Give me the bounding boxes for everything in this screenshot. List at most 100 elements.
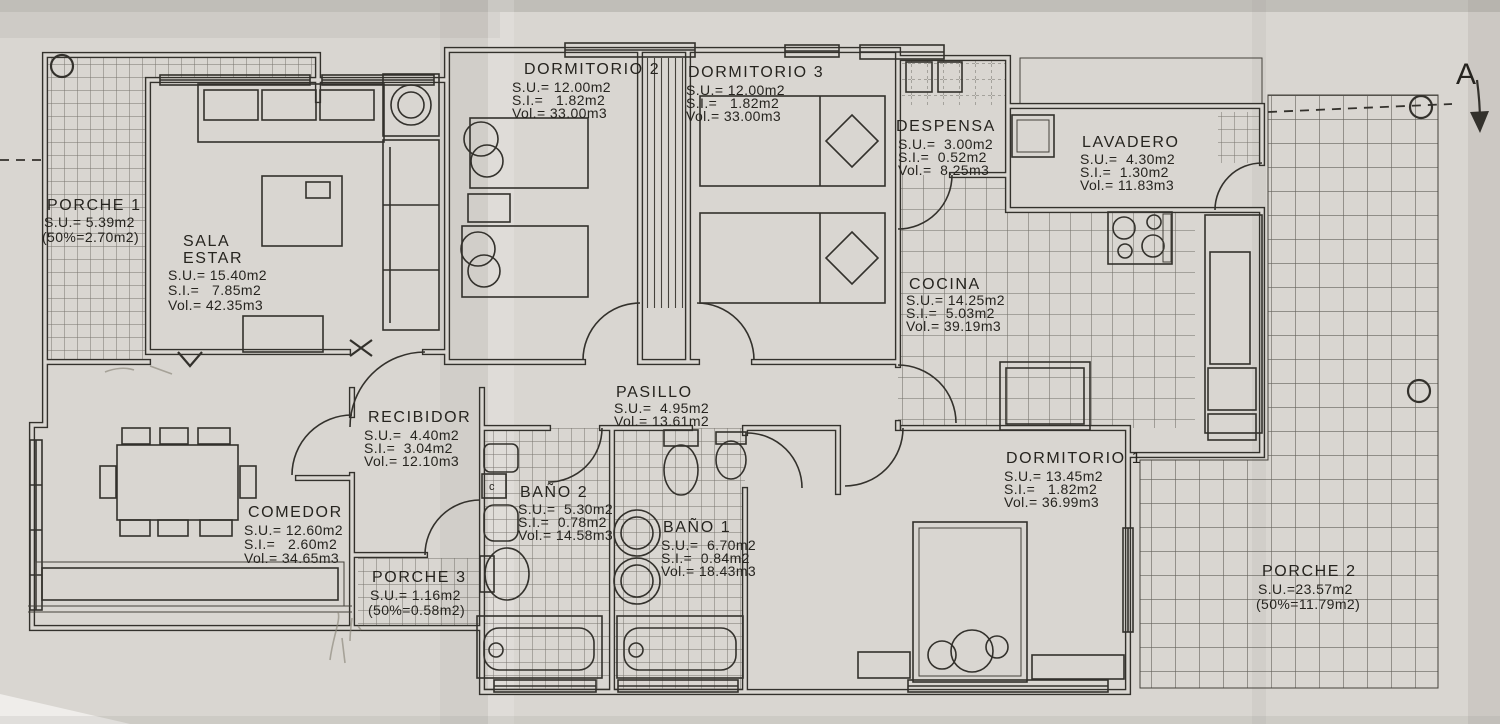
kitchen-table [999,361,1091,431]
svg-text:LAVADERO: LAVADERO [1082,134,1180,151]
svg-text:Vol.= 42.35m3: Vol.= 42.35m3 [168,297,263,313]
svg-text:Vol.= 33.00m3: Vol.= 33.00m3 [686,108,781,124]
section-marker-letter: A [1456,58,1476,91]
walls [28,46,1266,696]
bedroom3-top-window-2 [859,44,945,60]
paper-corner-curl [0,694,130,724]
svg-text:Vol.= 36.99m3: Vol.= 36.99m3 [1004,494,1099,510]
bath2-toilet [484,547,530,601]
kitchen-door-arc [897,364,957,424]
bath2-bottom-window [493,679,597,693]
bath2-tub-drain [488,642,504,658]
bedroom2-bed-1 [463,117,589,189]
svg-text:S.U.=23.57m2: S.U.=23.57m2 [1258,581,1353,597]
svg-text:PASILLO: PASILLO [616,384,693,401]
svg-text:S.U.= 5.39m2: S.U.= 5.39m2 [44,214,135,230]
wall-unit-cabinet [382,139,440,331]
bath1-bathtub [616,615,744,679]
svg-text:S.U.= 3.00m2: S.U.= 3.00m2 [898,136,993,152]
svg-text:S.I.= 3.04m2: S.I.= 3.04m2 [364,440,453,456]
reference-marks: A [0,53,1489,664]
bath1-basin-2 [613,557,661,605]
label-bano2: BAÑO 2 S.U.= 5.30m2 S.I.= 0.78m2 Vol.= 1… [518,481,613,543]
svg-text:DORMITORIO 1: DORMITORIO 1 [1006,450,1142,467]
svg-text:S.U.= 4.95m2: S.U.= 4.95m2 [614,400,709,416]
label-dormitorio2: DORMITORIO 2 S.U.= 12.00m2 S.I.= 1.82m2 … [512,61,660,121]
svg-text:Vol.= 11.83m3: Vol.= 11.83m3 [1080,177,1174,193]
svg-text:Vol.= 39.19m3: Vol.= 39.19m3 [906,318,1001,334]
porch3-tile-floor [358,558,482,628]
bath2-bathtub [476,615,603,679]
section-arrow-head [1470,111,1489,133]
label-cocina: COCINA S.U.= 14.25m2 S.I.= 5.03m2 Vol.= … [906,276,1005,334]
side-table-lamp [382,73,440,137]
label-lavadero: LAVADERO S.U.= 4.30m2 S.I.= 1.30m2 Vol.=… [1080,134,1180,193]
svg-text:S.U.= 12.00m2: S.U.= 12.00m2 [512,79,611,95]
hall-to-porch3-door-arc [424,499,481,556]
laundry-landing-tiles [1218,112,1262,163]
bedroom1-bed [912,521,1028,683]
room-labels: PORCHE 1 S.U.= 5.39m2 (50%=2.70m2) SALA … [42,61,1360,618]
svg-text:S.I.= 1.30m2: S.I.= 1.30m2 [1080,164,1169,180]
pencil-smudge [104,365,173,375]
svg-text:S.I.= 0.78m2: S.I.= 0.78m2 [518,514,607,530]
svg-text:S.I.= 1.82m2: S.I.= 1.82m2 [512,92,605,108]
x-mark [349,339,373,357]
svg-text:(50%=2.70m2): (50%=2.70m2) [42,229,139,245]
corner-hole-top-right [1408,94,1434,120]
bedroom1-right-window [1122,527,1134,633]
svg-text:COCINA: COCINA [909,276,981,293]
svg-text:S.U.= 5.30m2: S.U.= 5.30m2 [518,501,613,517]
bedroom3-door-arc [696,302,755,361]
svg-text:PORCHE 1: PORCHE 1 [47,197,142,214]
furniture [99,61,1263,683]
bedroom2-top-window [564,42,696,58]
pantry-shelves [905,61,963,93]
svg-text:ESTAR: ESTAR [183,250,243,267]
bath2-tile-floor [482,428,612,692]
living-to-hall-door-arc [349,351,426,428]
svg-text:(50%=0.58m2): (50%=0.58m2) [368,602,465,618]
svg-text:BAÑO 1: BAÑO 1 [663,516,731,536]
svg-text:S.U.= 4.30m2: S.U.= 4.30m2 [1080,151,1175,167]
svg-text:DESPENSA: DESPENSA [896,118,996,135]
label-despensa: DESPENSA S.U.= 3.00m2 S.I.= 0.52m2 Vol.=… [896,118,996,178]
bath2-fixtures [476,443,603,679]
svg-text:S.I.= 1.82m2: S.I.= 1.82m2 [686,95,779,111]
bath1-tub-drain [628,642,644,658]
pantry-shelving-hatch [898,58,1008,106]
svg-text:(50%=11.79m2): (50%=11.79m2) [1256,596,1360,612]
svg-text:PORCHE 2: PORCHE 2 [1262,563,1357,580]
bath1-door-arc [746,432,803,489]
svg-text:S.I.= 1.82m2: S.I.= 1.82m2 [1004,481,1097,497]
svg-text:S.U.= 13.45m2: S.U.= 13.45m2 [1004,468,1103,484]
coffee-table [261,175,343,247]
bedroom2-door-arc [582,302,641,361]
terrace-step-edge [28,561,352,613]
svg-text:S.I.= 5.03m2: S.I.= 5.03m2 [906,305,995,321]
svg-text:Vol.= 34.65m3: Vol.= 34.65m3 [244,550,339,566]
svg-text:BAÑO 2: BAÑO 2 [520,481,588,501]
svg-text:Vol.= 12.10m3: Vol.= 12.10m3 [364,453,459,469]
svg-text:SALA: SALA [183,233,230,250]
bedroom3-top-window [784,44,840,58]
bath2-sink [483,443,519,473]
svg-text:COMEDOR: COMEDOR [248,504,343,521]
dining-table [99,427,257,537]
corner-hole-top-left [49,53,75,79]
living-room-top-window [159,74,311,86]
svg-text:RECIBIDOR: RECIBIDOR [368,409,471,426]
svg-text:S.I.= 0.52m2: S.I.= 0.52m2 [898,149,987,165]
svg-text:S.U.= 12.60m2: S.U.= 12.60m2 [244,522,343,538]
paper-right-edge [1468,0,1500,724]
svg-text:S.U.= 4.40m2: S.U.= 4.40m2 [364,427,459,443]
bedroom2-nightstand [467,193,511,223]
svg-text:Vol.= 14.58m3: Vol.= 14.58m3 [518,527,613,543]
svg-text:DORMITORIO 2: DORMITORIO 2 [524,61,660,78]
bedroom3-bed-2 [699,212,886,304]
porch1-tile-floor [45,55,318,362]
kitchen-counter-fridge [1204,214,1263,441]
svg-text:Vol.= 13.61m2: Vol.= 13.61m2 [614,413,709,429]
bath1-bidet [715,440,747,480]
